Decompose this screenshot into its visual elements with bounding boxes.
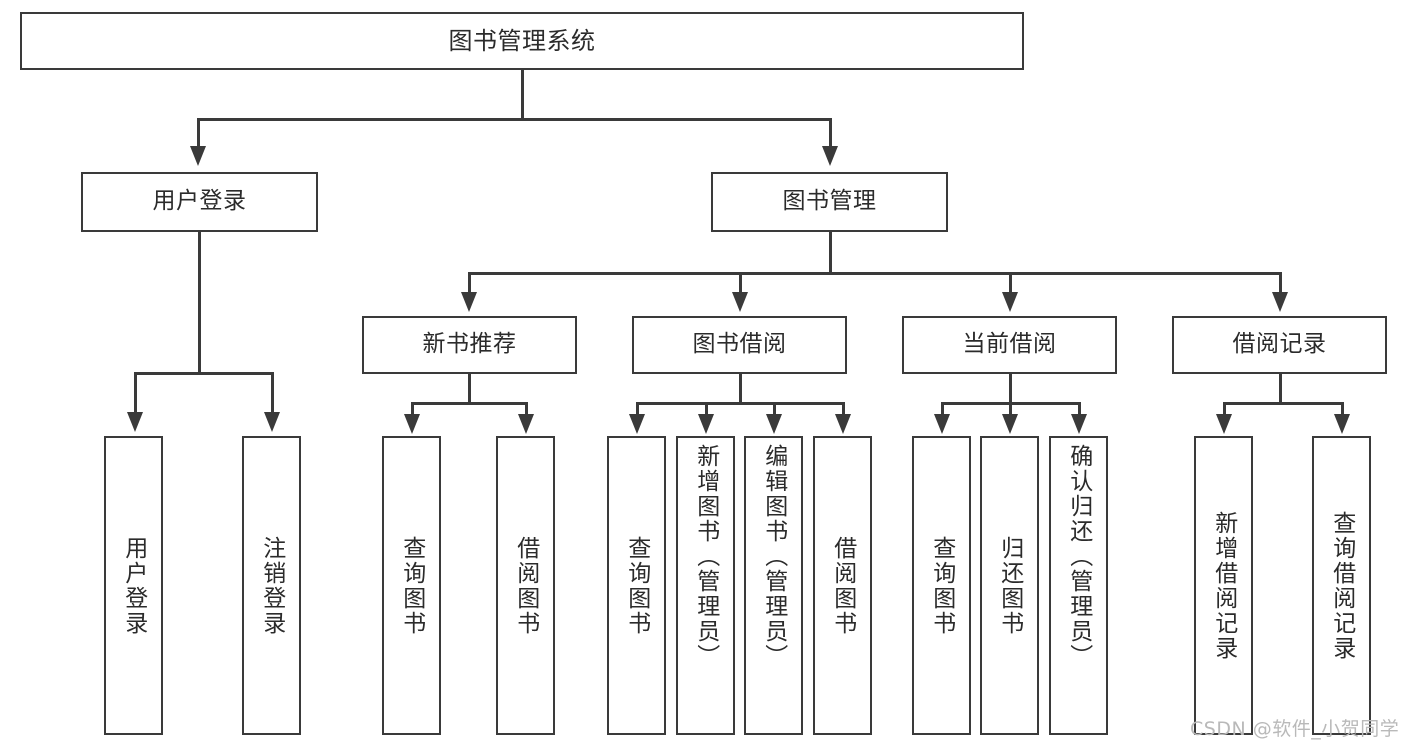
leaf-logout[interactable]: 注销登录 — [242, 436, 301, 735]
arrow-to-l-logout — [264, 412, 280, 432]
arrow-to-query-book-1 — [404, 414, 420, 434]
connector-drop-bb-3 — [773, 402, 776, 416]
connector-drop-book-mgmt — [829, 118, 832, 148]
connector-drop-bb-4 — [842, 402, 845, 416]
connector-book-borrow-stem — [739, 374, 742, 402]
connector-root-stem — [521, 70, 524, 118]
connector-drop-current-borrow — [1009, 272, 1012, 294]
leaf-label: 借阅图书 — [829, 535, 856, 636]
connector-current-borrow-stem — [1009, 374, 1012, 402]
leaf-label: 确认归还（管理员） — [1065, 444, 1092, 669]
arrow-to-book-management — [822, 146, 838, 166]
leaf-label: 查询图书 — [398, 535, 425, 636]
leaf-user-login[interactable]: 用户登录 — [104, 436, 163, 735]
arrow-to-user-login — [190, 146, 206, 166]
node-user-login[interactable]: 用户登录 — [81, 172, 318, 232]
leaf-query-book-1[interactable]: 查询图书 — [382, 436, 441, 735]
arrow-to-borrow-book-2 — [835, 414, 851, 434]
node-book-borrow[interactable]: 图书借阅 — [632, 316, 847, 374]
leaf-label: 查询图书 — [928, 535, 955, 636]
arrow-to-current-borrow — [1002, 292, 1018, 312]
leaf-label: 新增图书（管理员） — [692, 444, 719, 669]
connector-user-login-stem — [198, 232, 201, 372]
arrow-to-l-user-login — [127, 412, 143, 432]
node-label: 图书管理 — [782, 188, 877, 215]
leaf-label: 查询图书 — [623, 535, 650, 636]
arrow-to-query-book-3 — [934, 414, 950, 434]
connector-drop-cb-1 — [941, 402, 944, 416]
connector-drop-cb-2 — [1009, 402, 1012, 416]
connector-user-login-bus — [134, 372, 271, 375]
arrow-to-confirm-return — [1071, 414, 1087, 434]
node-new-book-recommendation[interactable]: 新书推荐 — [362, 316, 577, 374]
connector-book-mgmt-bus — [468, 272, 1280, 275]
connector-drop-new-book-rec — [468, 272, 471, 294]
leaf-add-borrow-record[interactable]: 新增借阅记录 — [1194, 436, 1253, 735]
arrow-to-query-record — [1334, 414, 1350, 434]
node-book-management[interactable]: 图书管理 — [711, 172, 948, 232]
leaf-query-book-3[interactable]: 查询图书 — [912, 436, 971, 735]
connector-borrow-record-bus — [1223, 402, 1341, 405]
arrow-to-add-record — [1216, 414, 1232, 434]
connector-drop-br-1 — [1223, 402, 1226, 416]
connector-book-mgmt-stem — [829, 232, 832, 272]
connector-drop-br-2 — [1341, 402, 1344, 416]
leaf-label: 新增借阅记录 — [1210, 510, 1237, 661]
leaf-label: 归还图书 — [996, 535, 1023, 636]
leaf-edit-book-admin[interactable]: 编辑图书（管理员） — [744, 436, 803, 735]
connector-drop-l-user-login — [134, 372, 137, 414]
node-label: 当前借阅 — [962, 331, 1057, 358]
connector-root-bus — [197, 118, 831, 121]
leaf-label: 用户登录 — [120, 535, 147, 636]
leaf-add-book-admin[interactable]: 新增图书（管理员） — [676, 436, 735, 735]
connector-drop-cb-3 — [1078, 402, 1081, 416]
arrow-to-add-book — [698, 414, 714, 434]
leaf-label: 借阅图书 — [512, 535, 539, 636]
node-label: 借阅记录 — [1232, 331, 1327, 358]
leaf-label: 注销登录 — [258, 535, 285, 636]
leaf-query-borrow-record[interactable]: 查询借阅记录 — [1312, 436, 1371, 735]
connector-borrow-record-stem — [1279, 374, 1282, 402]
connector-drop-user-login — [197, 118, 200, 148]
arrow-to-return-book — [1002, 414, 1018, 434]
node-label: 用户登录 — [152, 188, 247, 215]
arrow-to-borrow-record — [1272, 292, 1288, 312]
node-current-borrow[interactable]: 当前借阅 — [902, 316, 1117, 374]
arrow-to-borrow-book-1 — [518, 414, 534, 434]
connector-drop-nbr-1 — [411, 402, 414, 416]
arrow-to-edit-book — [766, 414, 782, 434]
connector-drop-nbr-2 — [525, 402, 528, 416]
connector-drop-bb-1 — [636, 402, 639, 416]
leaf-confirm-return-admin[interactable]: 确认归还（管理员） — [1049, 436, 1108, 735]
node-book-management-system[interactable]: 图书管理系统 — [20, 12, 1024, 70]
leaf-return-book[interactable]: 归还图书 — [980, 436, 1039, 735]
leaf-query-book-2[interactable]: 查询图书 — [607, 436, 666, 735]
node-borrow-record[interactable]: 借阅记录 — [1172, 316, 1387, 374]
arrow-to-new-book-recommendation — [461, 292, 477, 312]
connector-drop-bb-2 — [705, 402, 708, 416]
connector-book-borrow-bus — [636, 402, 844, 405]
connector-new-book-rec-stem — [468, 374, 471, 402]
connector-new-book-rec-bus — [411, 402, 525, 405]
connector-drop-l-logout — [271, 372, 274, 414]
connector-drop-borrow-record — [1279, 272, 1282, 294]
leaf-borrow-book-1[interactable]: 借阅图书 — [496, 436, 555, 735]
arrow-to-book-borrow — [732, 292, 748, 312]
node-label: 图书管理系统 — [448, 26, 596, 55]
leaf-label: 编辑图书（管理员） — [760, 444, 787, 669]
node-label: 新书推荐 — [422, 331, 517, 358]
arrow-to-query-book-2 — [629, 414, 645, 434]
leaf-borrow-book-2[interactable]: 借阅图书 — [813, 436, 872, 735]
node-label: 图书借阅 — [692, 331, 787, 358]
leaf-label: 查询借阅记录 — [1328, 510, 1355, 661]
connector-drop-book-borrow — [739, 272, 742, 294]
